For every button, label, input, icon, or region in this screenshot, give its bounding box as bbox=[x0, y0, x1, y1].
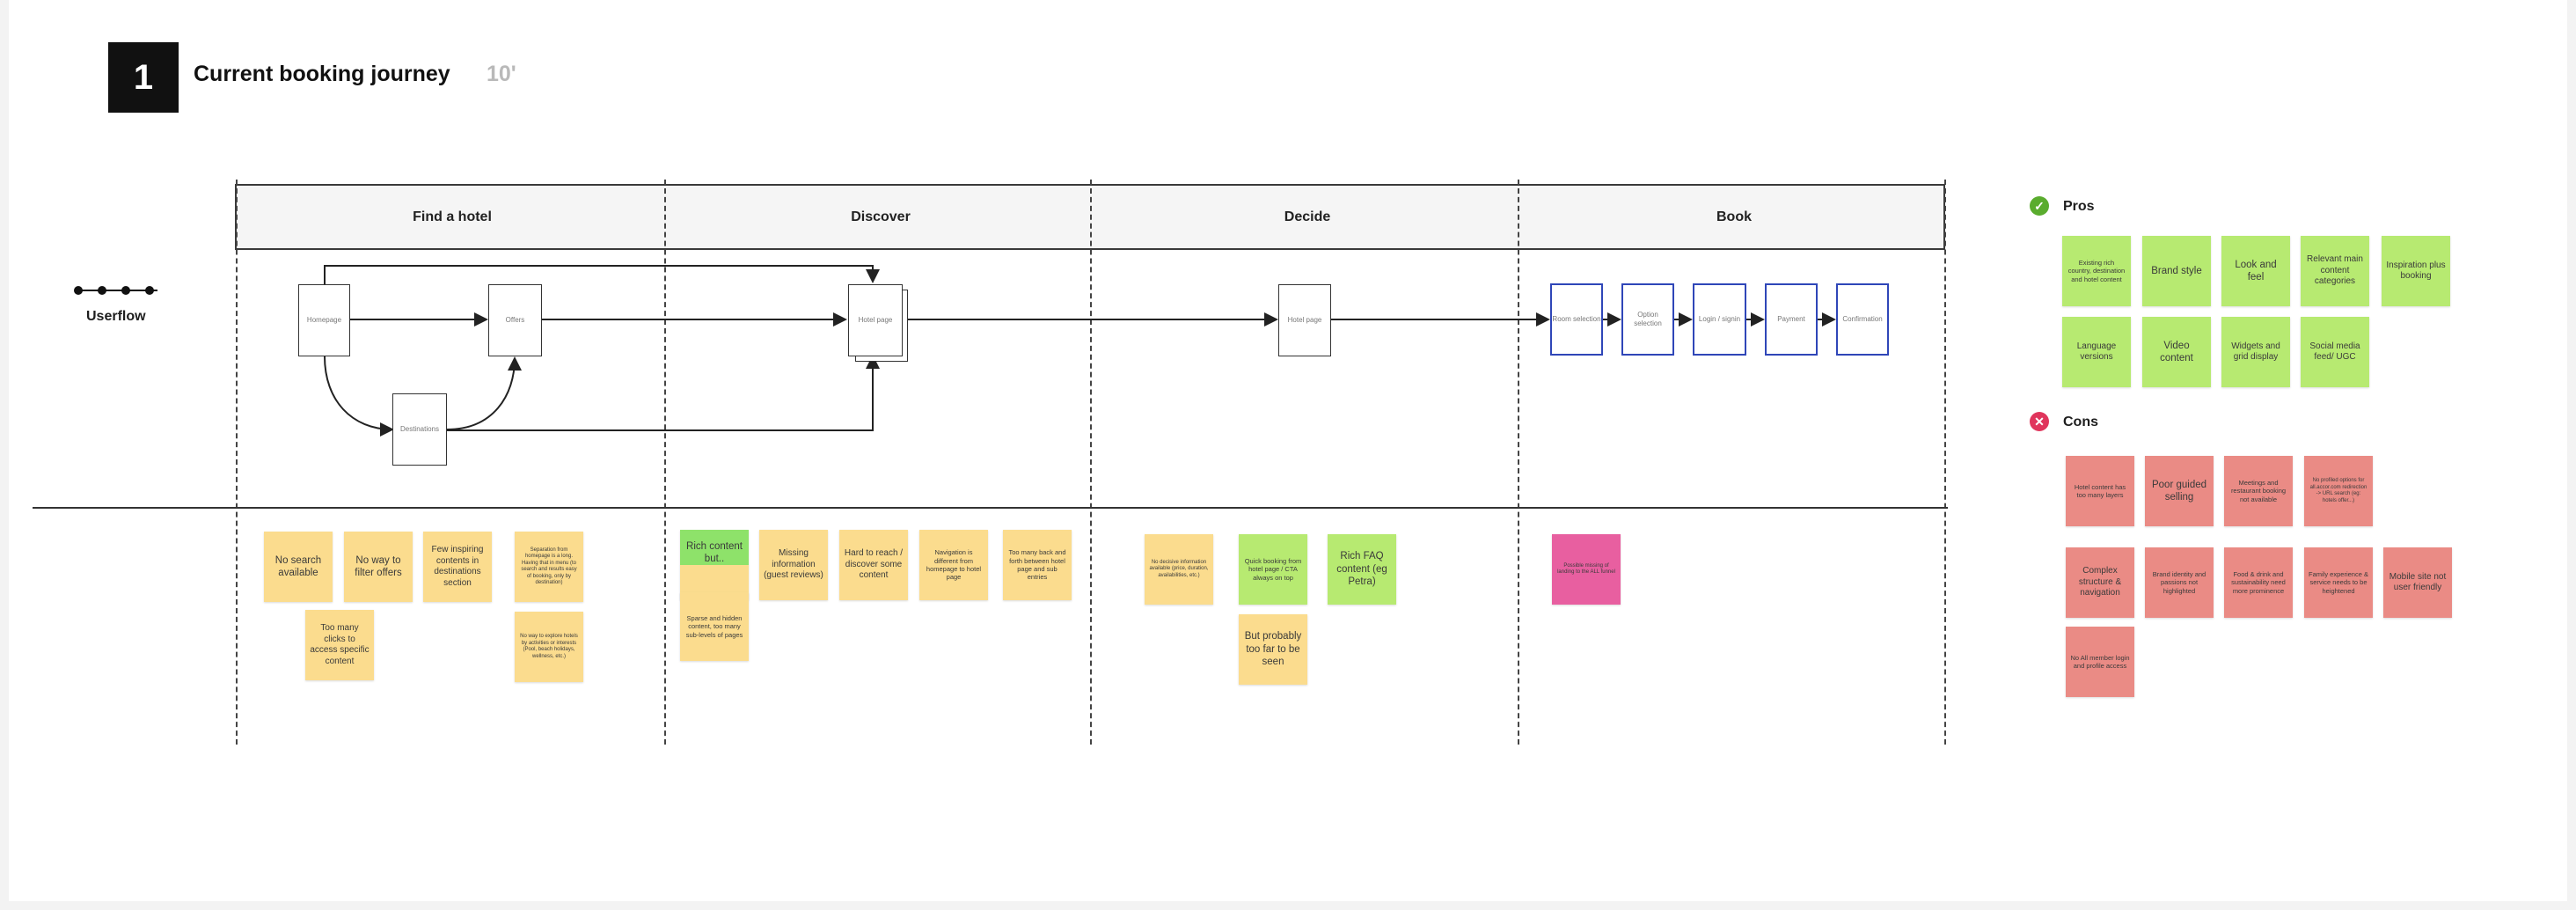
flow-node-login: Login / signin bbox=[1693, 283, 1746, 356]
sticky-note[interactable]: Too many back and forth between hotel pa… bbox=[1003, 530, 1072, 600]
sticky-note[interactable]: But probably too far to be seen bbox=[1239, 614, 1307, 685]
con-sticky[interactable]: Food & drink and sustainability need mor… bbox=[2224, 547, 2293, 618]
sticky-note[interactable]: Sparse and hidden content, too many sub-… bbox=[680, 592, 749, 661]
flow-node-destinations: Destinations bbox=[392, 393, 447, 466]
userflow-icon bbox=[74, 286, 157, 295]
con-sticky[interactable]: Meetings and restaurant booking not avai… bbox=[2224, 456, 2293, 526]
pro-sticky[interactable]: Widgets and grid display bbox=[2221, 317, 2290, 387]
board-title: Current booking journey bbox=[194, 62, 450, 86]
sticky-note[interactable]: Hard to reach / discover some content bbox=[839, 530, 908, 600]
flow-node-confirmation: Confirmation bbox=[1836, 283, 1889, 356]
stage-decide: Decide bbox=[1284, 209, 1331, 224]
sticky-note[interactable]: Too many clicks to access specific conte… bbox=[305, 610, 374, 680]
pros-title: Pros bbox=[2063, 199, 2095, 214]
step-number: 1 bbox=[133, 57, 154, 97]
sticky-note[interactable]: No way to explore hotels by activities o… bbox=[515, 612, 583, 682]
con-sticky[interactable]: Complex structure & navigation bbox=[2066, 547, 2134, 618]
column-divider bbox=[1518, 180, 1519, 745]
pro-sticky[interactable]: Existing rich country, destination and h… bbox=[2062, 236, 2131, 306]
con-sticky[interactable]: Family experience & service needs to be … bbox=[2304, 547, 2373, 618]
stage-discover: Discover bbox=[851, 209, 911, 224]
flow-node-room-selection: Room selection bbox=[1550, 283, 1603, 356]
sticky-note[interactable]: No way to filter offers bbox=[344, 532, 413, 602]
column-divider bbox=[1090, 180, 1092, 745]
pro-sticky[interactable]: Social media feed/ UGC bbox=[2301, 317, 2369, 387]
sticky-note[interactable]: Rich content but.. bbox=[680, 530, 749, 600]
pro-sticky[interactable]: Look and feel bbox=[2221, 236, 2290, 306]
con-sticky[interactable]: Brand identity and passions not highligh… bbox=[2145, 547, 2214, 618]
column-divider bbox=[236, 180, 238, 745]
horizontal-divider bbox=[33, 507, 1948, 509]
con-sticky[interactable]: Hotel content has too many layers bbox=[2066, 456, 2134, 526]
con-sticky[interactable]: No All member login and profile access bbox=[2066, 627, 2134, 697]
flow-node-option-selection: Option selection bbox=[1621, 283, 1674, 356]
sticky-note[interactable]: Quick booking from hotel page / CTA alwa… bbox=[1239, 534, 1307, 605]
sticky-note[interactable]: Few inspiring contents in destinations s… bbox=[423, 532, 492, 602]
pro-sticky[interactable]: Language versions bbox=[2062, 317, 2131, 387]
sticky-note[interactable]: Missing information (guest reviews) bbox=[759, 530, 828, 600]
sticky-note[interactable]: Separation from homepage is a long. Havi… bbox=[515, 532, 583, 602]
con-sticky[interactable]: No profiled options for all.accor.com re… bbox=[2304, 456, 2373, 526]
column-divider bbox=[664, 180, 666, 745]
step-number-badge: 1 bbox=[108, 42, 179, 113]
sticky-note[interactable]: No decisive information available (price… bbox=[1145, 534, 1213, 605]
column-divider bbox=[1944, 180, 1946, 745]
pro-sticky[interactable]: Brand style bbox=[2142, 236, 2211, 306]
sticky-note[interactable]: No search available bbox=[264, 532, 333, 602]
pro-sticky[interactable]: Video content bbox=[2142, 317, 2211, 387]
check-icon: ✓ bbox=[2030, 196, 2049, 216]
userflow-label: Userflow bbox=[86, 309, 146, 324]
stage-book: Book bbox=[1716, 209, 1752, 224]
duration-label: 10' bbox=[487, 62, 516, 86]
flow-node-payment: Payment bbox=[1765, 283, 1818, 356]
flow-node-hotel-page-discover: Hotel page bbox=[848, 284, 903, 356]
stage-find-a-hotel: Find a hotel bbox=[413, 209, 492, 224]
flow-node-hotel-page-decide: Hotel page bbox=[1278, 284, 1331, 356]
sticky-note[interactable]: Possible missing of landing to the ALL f… bbox=[1552, 534, 1621, 605]
con-sticky[interactable]: Mobile site not user friendly bbox=[2383, 547, 2452, 618]
pro-sticky[interactable]: Relevant main content categories bbox=[2301, 236, 2369, 306]
sticky-note[interactable]: Navigation is different from homepage to… bbox=[919, 530, 988, 600]
cons-title: Cons bbox=[2063, 415, 2098, 429]
cross-icon: ✕ bbox=[2030, 412, 2049, 431]
con-sticky[interactable]: Poor guided selling bbox=[2145, 456, 2214, 526]
sticky-note[interactable]: Rich FAQ content (eg Petra) bbox=[1328, 534, 1396, 605]
flow-node-offers: Offers bbox=[488, 284, 542, 356]
pro-sticky[interactable]: Inspiration plus booking bbox=[2382, 236, 2450, 306]
flow-node-homepage: Homepage bbox=[298, 284, 350, 356]
